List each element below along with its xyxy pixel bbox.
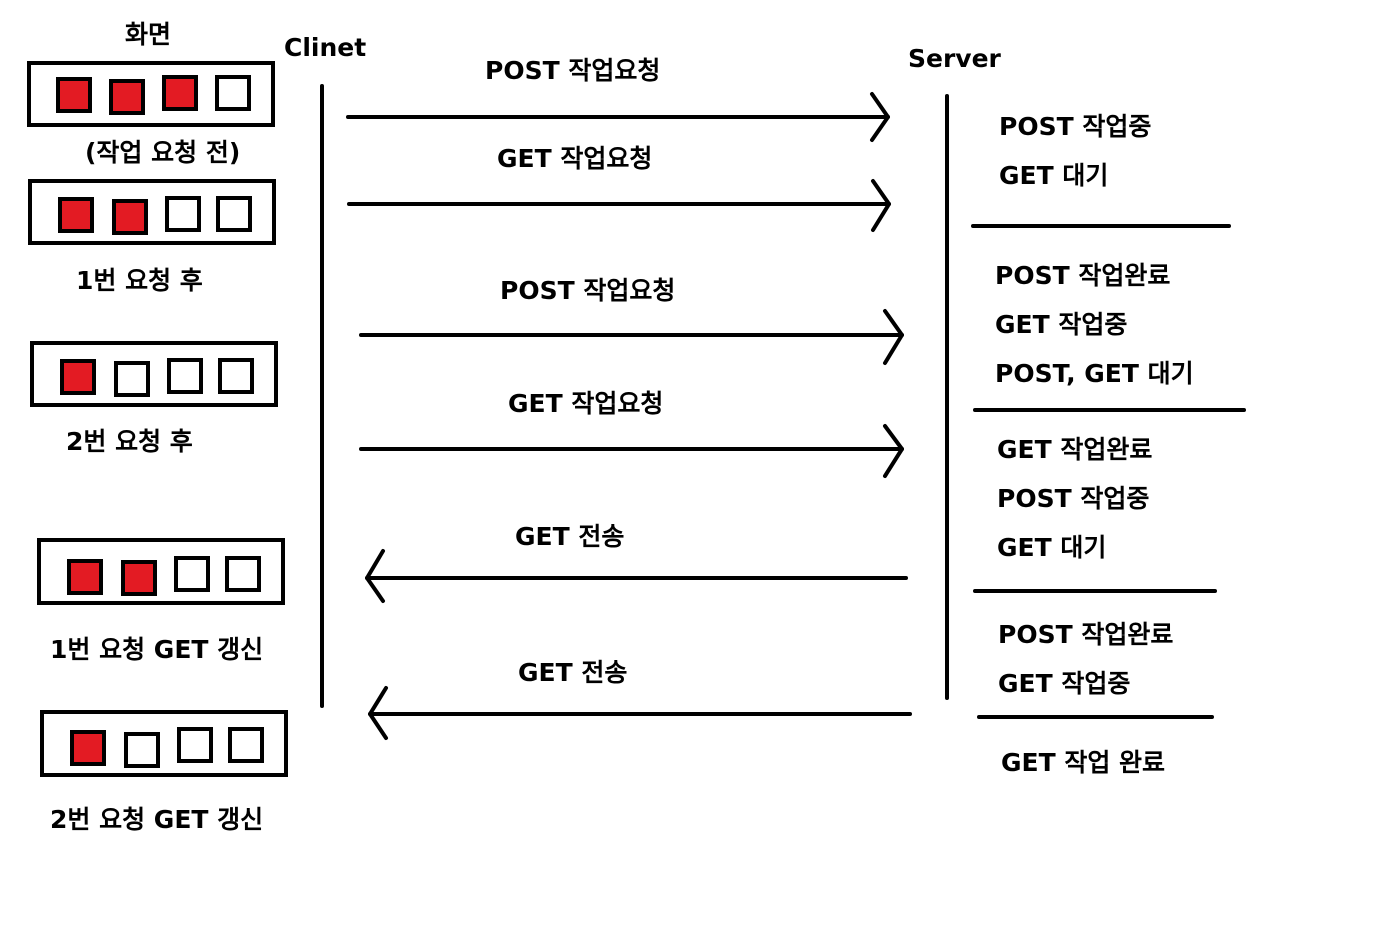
server-state-line: POST, GET 대기 xyxy=(995,359,1194,388)
server-state-line: GET 대기 xyxy=(999,161,1109,190)
screen-cell-empty xyxy=(167,358,203,394)
screen-box-get-refresh-1 xyxy=(37,538,285,605)
message-label: GET 전송 xyxy=(518,658,628,687)
screen-caption-get-refresh-2: 2번 요청 GET 갱신 xyxy=(50,805,264,834)
screen-cell-filled xyxy=(162,75,198,111)
arrow-right xyxy=(346,92,890,142)
screen-box-before xyxy=(27,61,275,127)
message-label: GET 전송 xyxy=(515,522,625,551)
server-state-line: GET 작업중 xyxy=(998,669,1131,698)
server-state-line: POST 작업완료 xyxy=(998,620,1174,649)
screen-cell-filled xyxy=(121,560,157,596)
screen-cell-empty xyxy=(174,556,210,592)
message-label: GET 작업요청 xyxy=(508,389,664,418)
server-state-line: POST 작업중 xyxy=(997,484,1150,513)
screen-cell-filled xyxy=(56,77,92,113)
screen-cell-empty xyxy=(177,727,213,763)
screen-cell-filled xyxy=(67,559,103,595)
arrow-right xyxy=(359,309,904,365)
screen-box-get-refresh-2 xyxy=(40,710,288,777)
arrow-right xyxy=(359,424,904,478)
arrow-right xyxy=(347,179,891,232)
message-label: POST 작업요청 xyxy=(500,276,676,305)
server-state-line: GET 작업중 xyxy=(995,310,1128,339)
server-state-line: GET 대기 xyxy=(997,533,1107,562)
message-label: GET 작업요청 xyxy=(497,144,653,173)
screen-box-after-1 xyxy=(28,179,276,245)
server-header: Server xyxy=(908,44,1001,73)
server-state-line: POST 작업완료 xyxy=(995,261,1171,290)
screen-caption-after-2: 2번 요청 후 xyxy=(66,427,193,456)
screen-cell-empty xyxy=(114,361,150,397)
screen-header: 화면 xyxy=(125,20,172,49)
server-state-line: GET 작업완료 xyxy=(997,435,1153,464)
screen-cell-empty xyxy=(215,75,251,111)
screen-caption-after-1: 1번 요청 후 xyxy=(76,266,203,295)
screen-cell-empty xyxy=(228,727,264,763)
screen-cell-empty xyxy=(218,358,254,394)
screen-cell-filled xyxy=(109,79,145,115)
screen-cell-filled xyxy=(70,730,106,766)
screen-cell-empty xyxy=(216,196,252,232)
screen-cell-empty xyxy=(165,196,201,232)
arrow-left xyxy=(368,686,912,740)
screen-cell-empty xyxy=(124,732,160,768)
arrow-left xyxy=(365,549,908,603)
screen-cell-filled xyxy=(60,359,96,395)
screen-cell-empty xyxy=(225,556,261,592)
screen-cell-filled xyxy=(58,197,94,233)
screen-caption-get-refresh-1: 1번 요청 GET 갱신 xyxy=(50,635,264,664)
screen-cell-filled xyxy=(112,199,148,235)
screen-caption-before: (작업 요청 전) xyxy=(85,138,241,167)
server-state-line: GET 작업 완료 xyxy=(1001,748,1166,777)
message-label: POST 작업요청 xyxy=(485,56,661,85)
server-state-line: POST 작업중 xyxy=(999,112,1152,141)
screen-box-after-2 xyxy=(30,341,278,407)
client-header: Clinet xyxy=(284,33,367,62)
